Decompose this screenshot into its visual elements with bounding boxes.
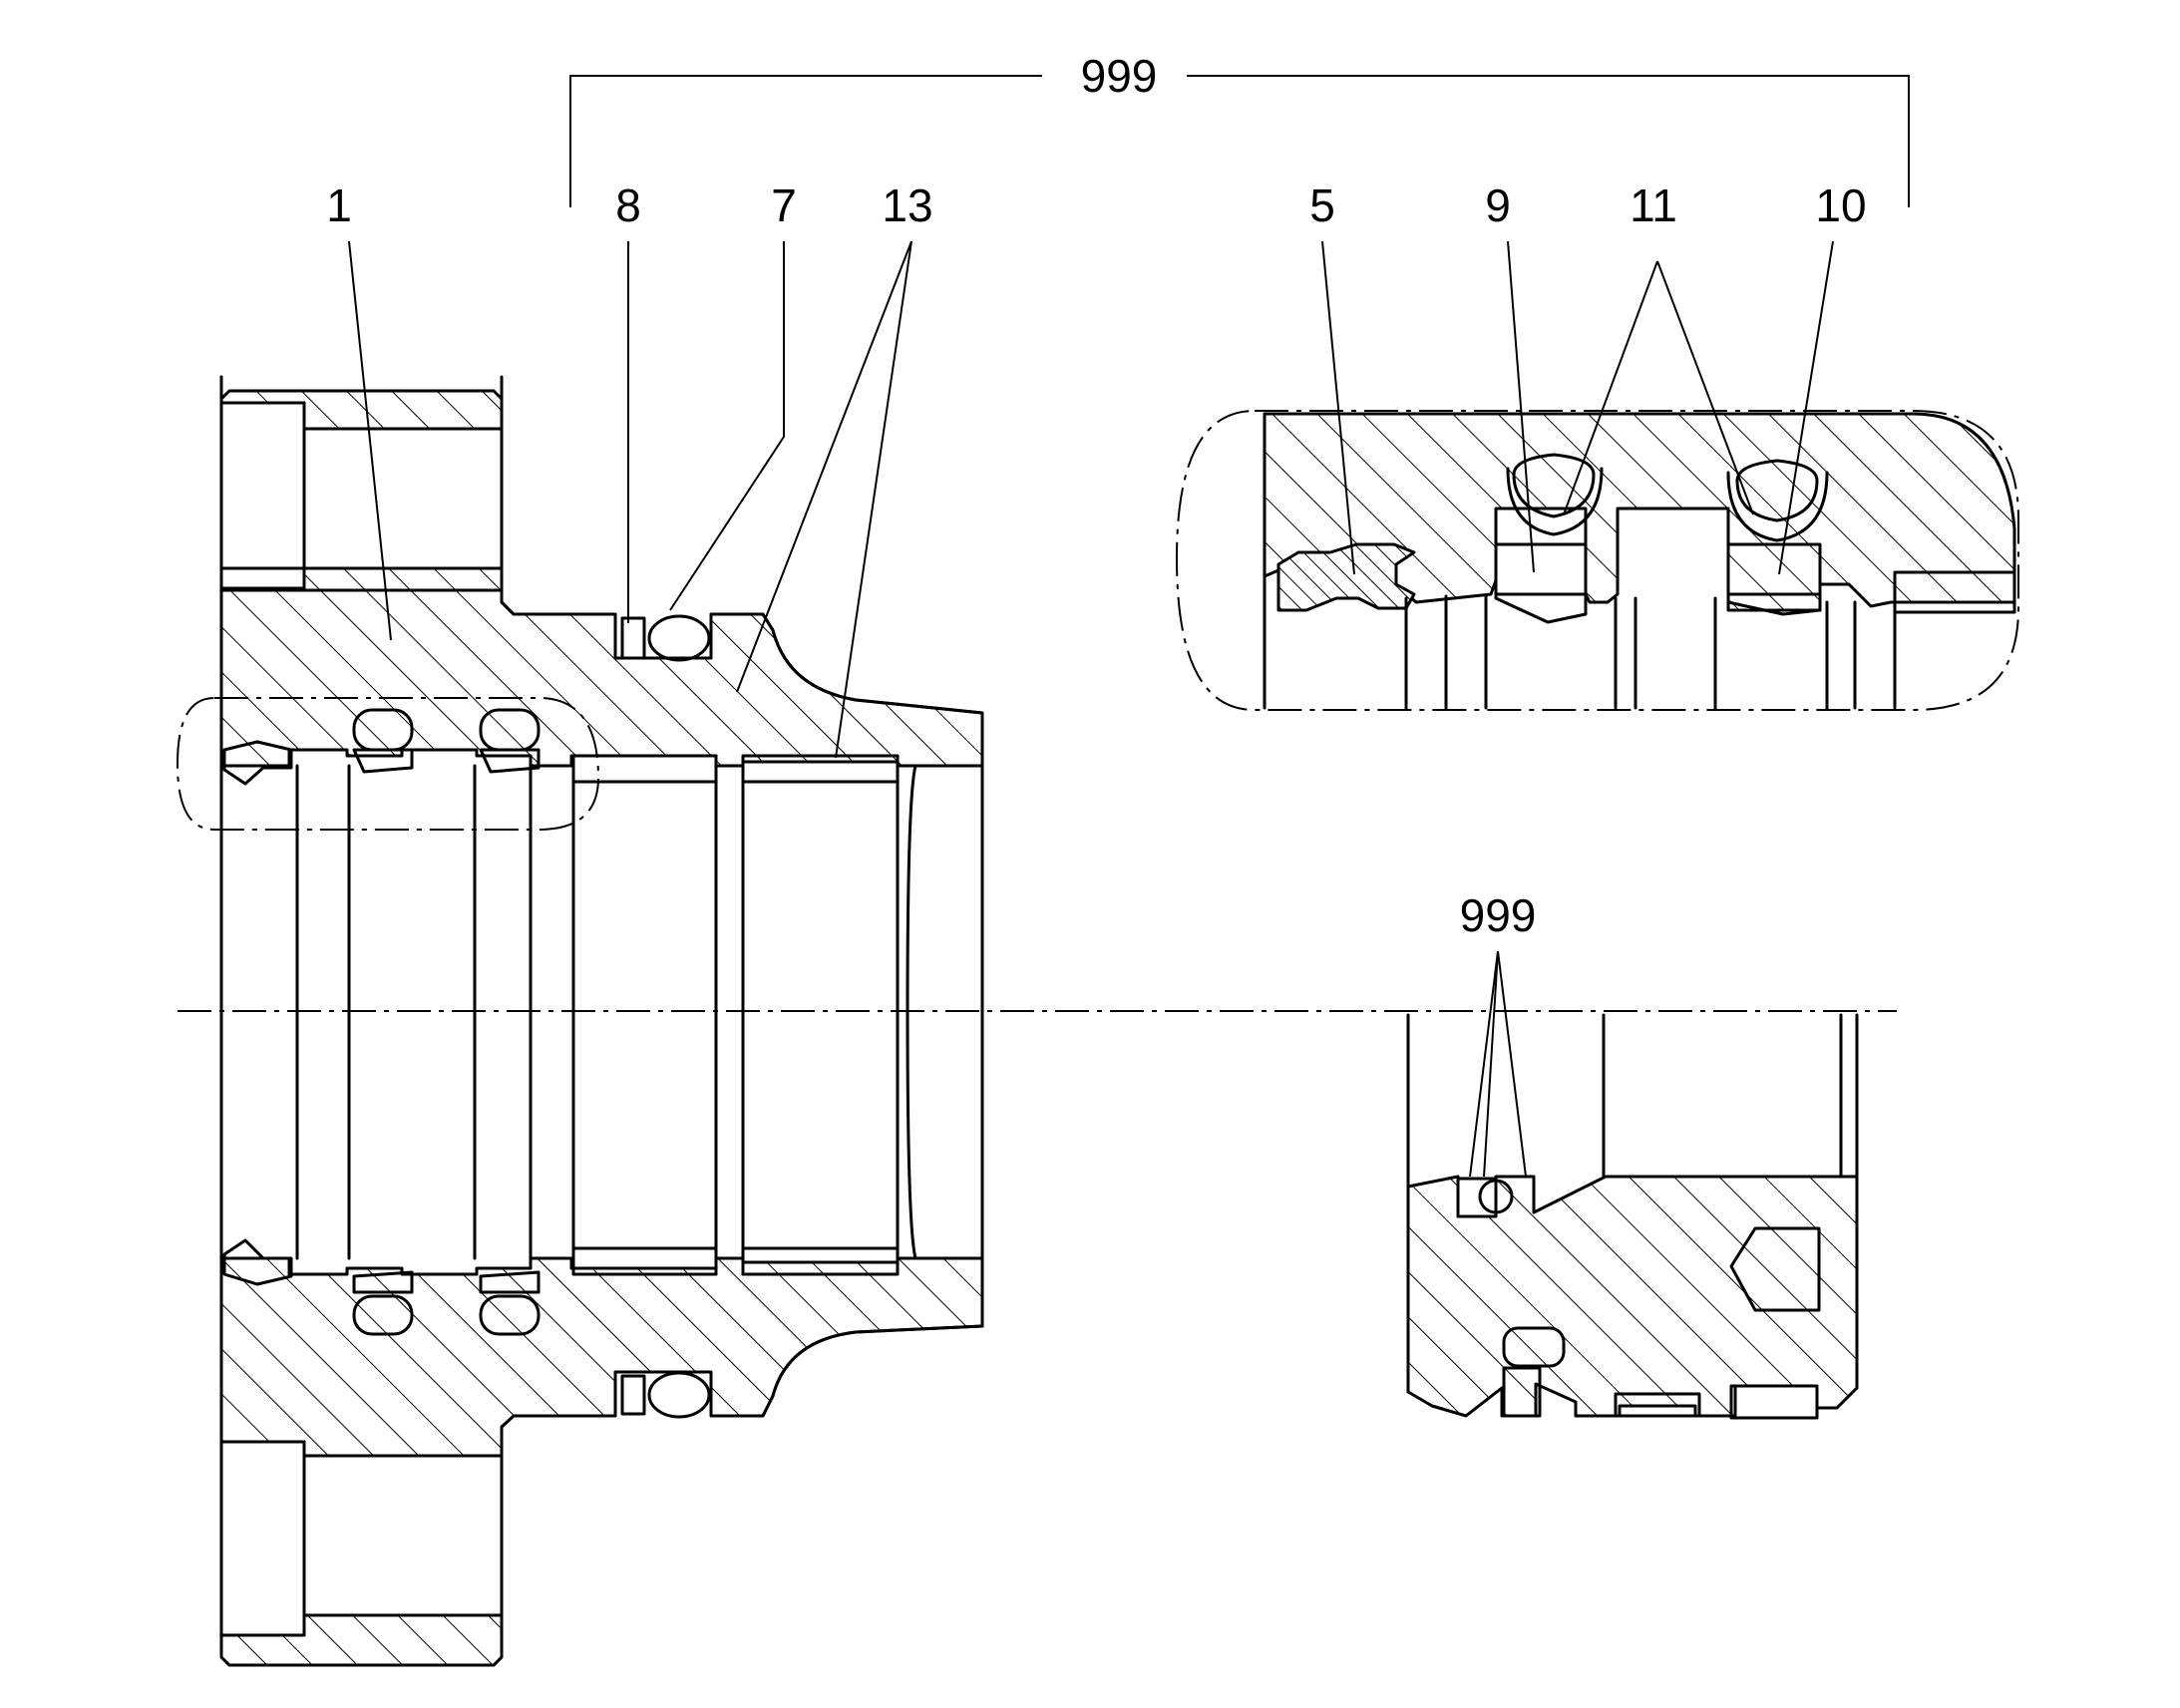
top-flange	[219, 375, 504, 592]
label-9: 9	[1485, 179, 1511, 231]
detail-view	[1175, 410, 2019, 711]
labels: 999 1 8 7 13 5 9 11 10 999	[326, 50, 1866, 941]
label-10: 10	[1815, 179, 1866, 231]
label-1: 1	[326, 179, 352, 231]
seal-rings-lower	[222, 1238, 541, 1336]
label-999-top: 999	[1081, 50, 1158, 102]
label-7: 7	[771, 179, 797, 231]
label-999-bottom: 999	[1460, 889, 1537, 941]
label-13: 13	[882, 179, 932, 231]
housing-lower	[219, 1256, 984, 1667]
label-8: 8	[615, 179, 641, 231]
bearing-strips	[571, 754, 900, 1276]
bottom-section	[1406, 1013, 1859, 1420]
label-5: 5	[1309, 179, 1335, 231]
seal-rings-upper	[222, 708, 541, 786]
main-section	[176, 375, 984, 1667]
label-11: 11	[1630, 179, 1677, 231]
leader-lines	[348, 75, 1910, 1178]
outer-oring-grooves	[620, 614, 711, 1419]
detail-marker	[176, 697, 600, 831]
